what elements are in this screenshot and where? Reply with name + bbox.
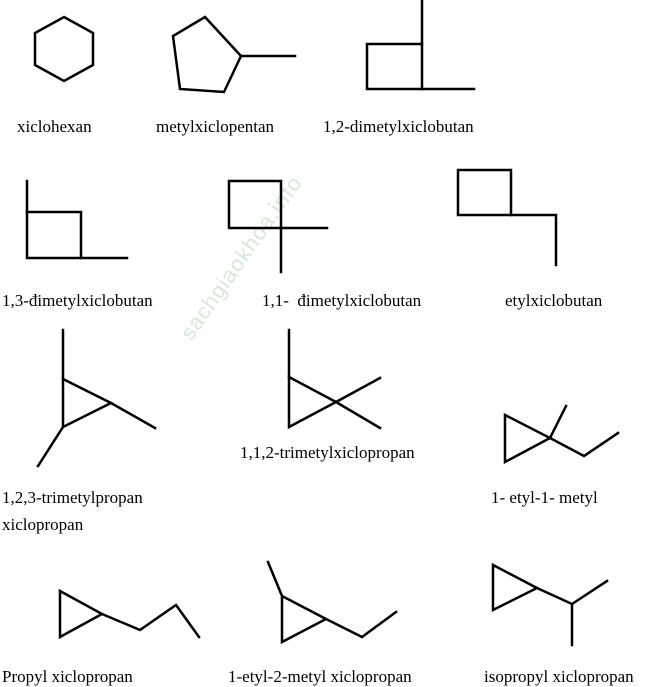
methyl-bond-3 xyxy=(36,425,65,468)
cyclopropane-ring xyxy=(61,376,114,430)
structure-1-etyl-1-metyl xyxy=(503,404,620,465)
structure-11-dimetylxiclobutan xyxy=(227,179,329,274)
ethyl-chain xyxy=(548,431,620,458)
cyclobutane-ring xyxy=(365,42,424,91)
label-xiclohexan: xiclohexan xyxy=(17,117,92,136)
structure-123-trimetyl xyxy=(36,328,157,468)
label-123-xiclopropan: xiclopropan xyxy=(2,515,84,534)
cyclopropane-ring xyxy=(280,593,329,645)
label-112-trimetylxiclopropan: 1,1,2-trimetylxiclopropan xyxy=(240,443,415,462)
methyl-bond-2 xyxy=(334,376,382,404)
label-123-trimetylpropan: 1,2,3-trimetylpropan xyxy=(2,488,143,507)
cyclopropane-ring xyxy=(491,562,540,613)
methyl-bond-3 xyxy=(334,400,382,430)
structure-propyl-xiclopropan xyxy=(58,588,201,640)
cyclopropane-ring xyxy=(58,588,105,640)
label-propyl-xiclopropan: Propyl xiclopropan xyxy=(2,667,133,686)
structure-12-dimetylxiclobutan xyxy=(365,0,476,91)
propyl-chain xyxy=(100,603,201,639)
methyl-bond xyxy=(266,560,284,598)
cyclobutane-ring xyxy=(227,179,283,230)
structure-metylxiclopentan xyxy=(171,15,297,94)
ethyl-chain xyxy=(509,213,558,267)
label-11-dimetylxiclobutan: 1,1- đimetylxiclobutan xyxy=(262,291,422,310)
label-1-etyl-2-metyl-xiclopropan: 1-etyl-2-metyl xiclopropan xyxy=(228,667,412,686)
label-metylxiclopentan: metylxiclopentan xyxy=(156,117,275,136)
structure-xiclohexan xyxy=(33,15,95,83)
methyl-bond xyxy=(548,404,568,440)
structure-112-trimetyl xyxy=(287,328,382,430)
structure-isopropyl-xiclopropan xyxy=(491,562,609,647)
label-12-dimetylxiclobutan: 1,2-dimetylxiclobutan xyxy=(323,117,474,136)
cyclopentane-ring xyxy=(171,15,243,94)
cyclopropane-ring xyxy=(287,374,339,430)
label-1-etyl-1-metyl: 1- etyl-1- metyl xyxy=(491,488,598,507)
structure-etylxiclobutan xyxy=(456,168,558,267)
label-etylxiclobutan: etylxiclobutan xyxy=(505,291,603,310)
cyclobutane-ring xyxy=(25,210,83,260)
ethyl-chain xyxy=(324,610,398,639)
structure-13-dimetylxiclobutan xyxy=(25,179,129,260)
cyclobutane-ring xyxy=(456,168,513,217)
methyl-bond-2 xyxy=(109,401,157,430)
cyclopropane-ring xyxy=(503,412,553,465)
label-13-dimetylxiclobutan: 1,3-đimetylxiclobutan xyxy=(2,291,153,310)
isopropyl-branch xyxy=(535,579,609,606)
cyclohexane-ring xyxy=(33,15,95,83)
label-isopropyl-xiclopropan: isopropyl xiclopropan xyxy=(484,667,634,686)
structure-1-etyl-2-metyl xyxy=(266,560,398,645)
